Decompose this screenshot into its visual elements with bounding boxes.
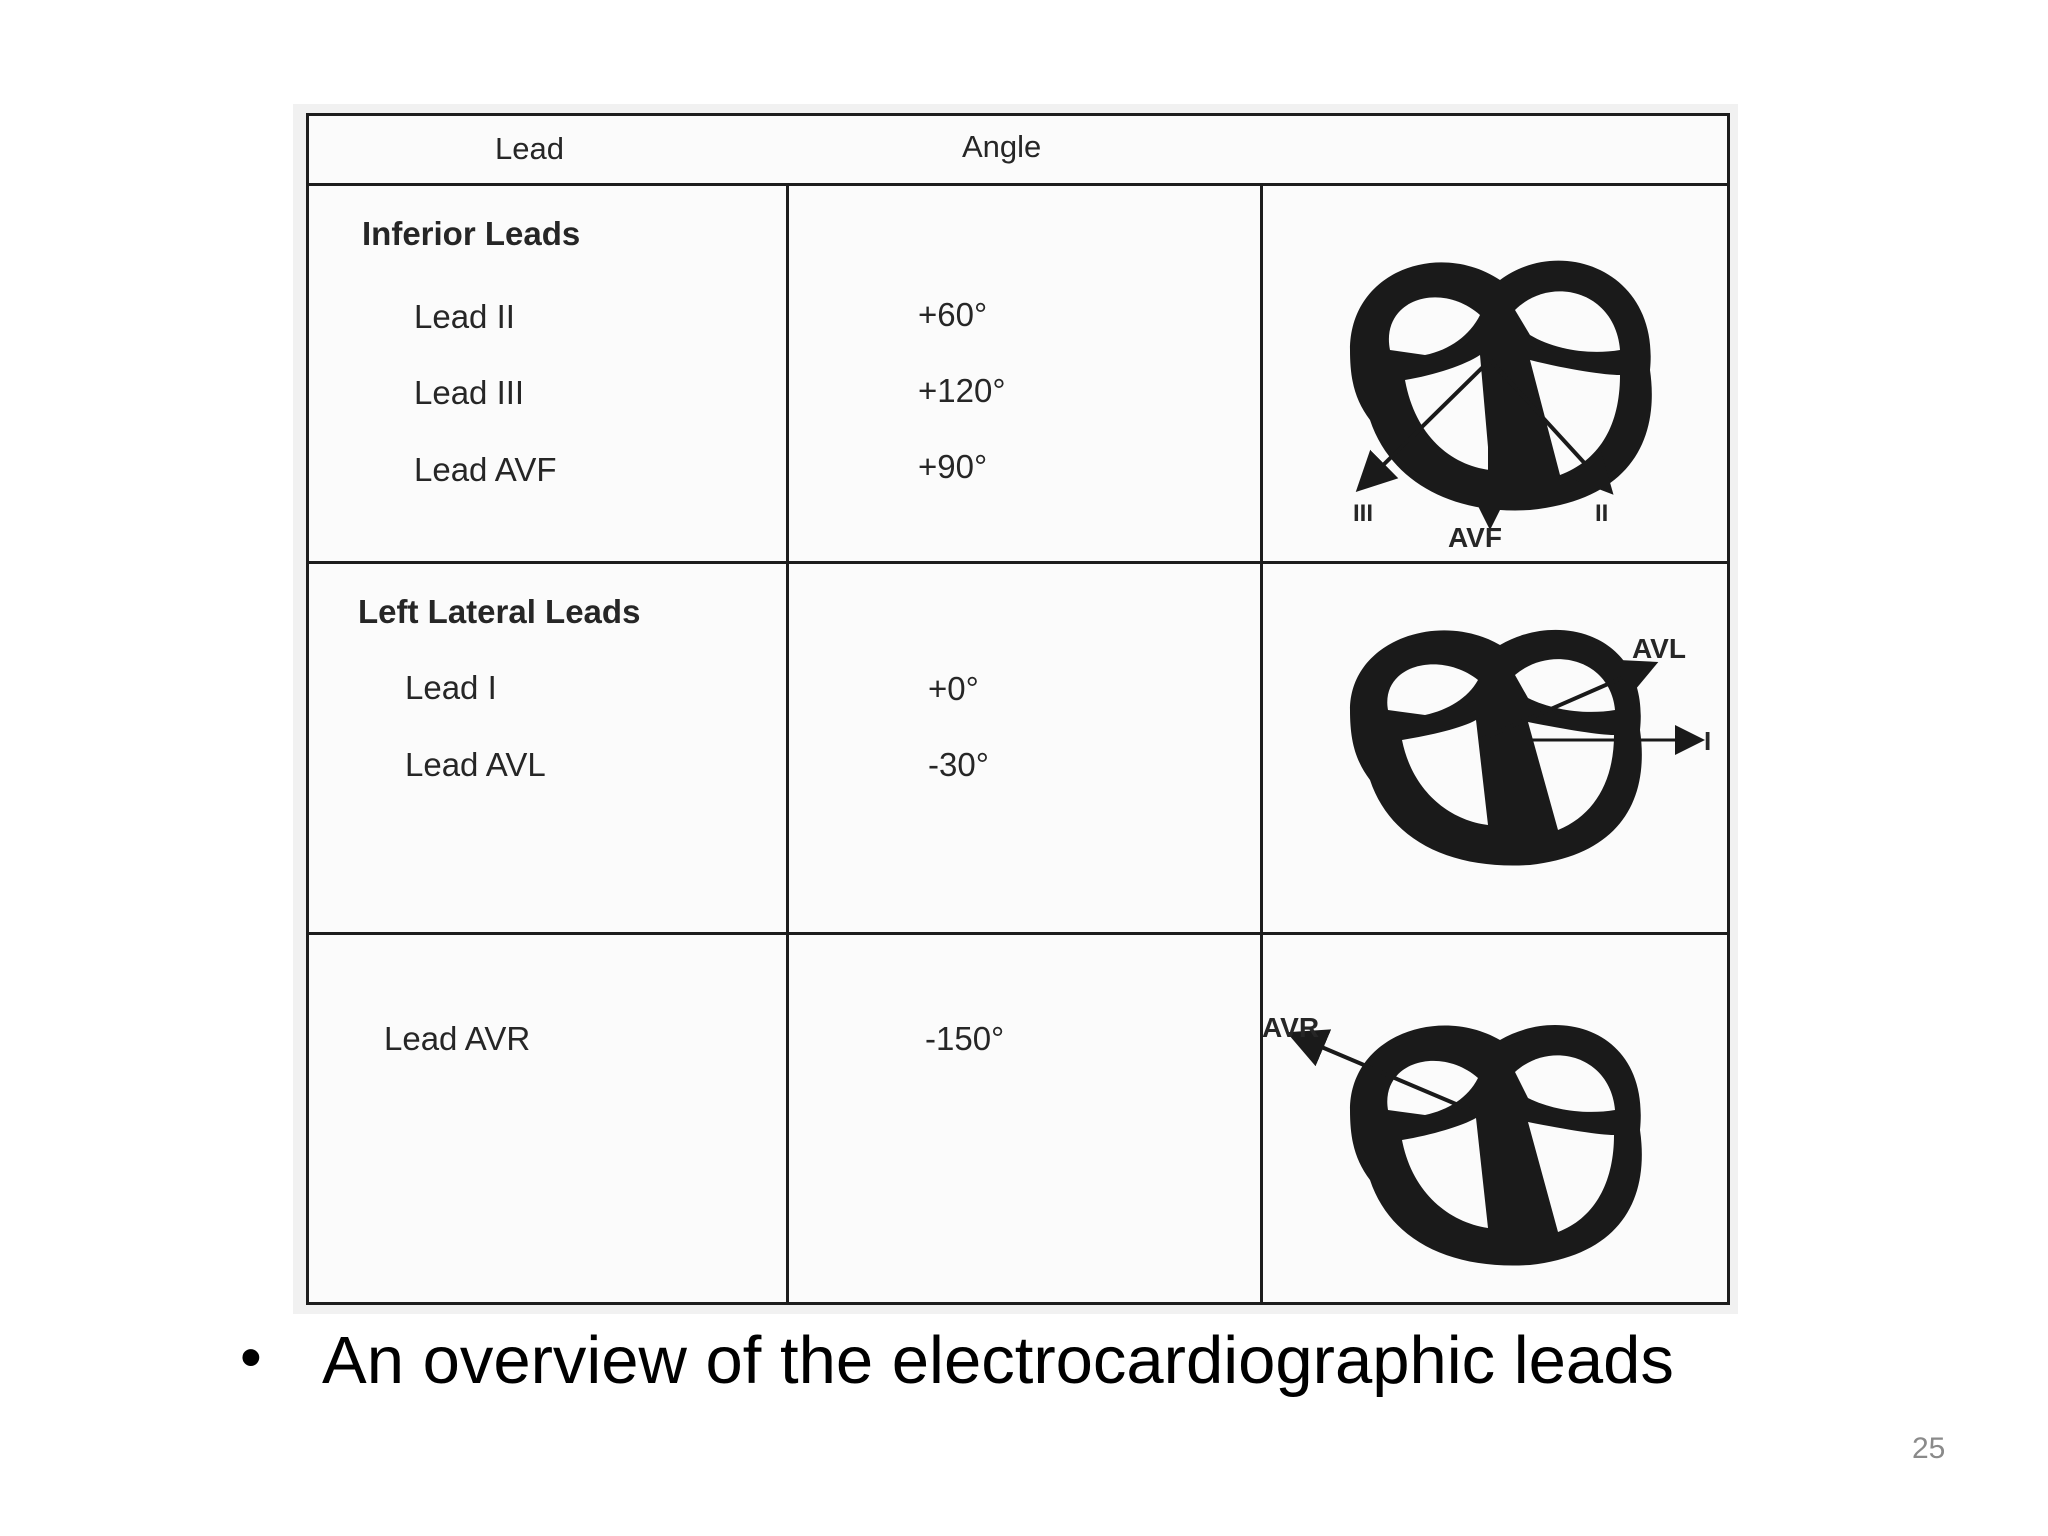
column-divider-2 (1260, 184, 1263, 1304)
header-divider (306, 183, 1730, 186)
heart-diagram-left-lateral (1330, 610, 1730, 890)
group-title-inferior: Inferior Leads (362, 215, 581, 252)
heart-diagram-avr (1270, 1000, 1690, 1300)
lead-avl-label: Lead AVL (405, 746, 546, 783)
lead-avl-angle: -30° (928, 746, 989, 783)
lead-ii-angle: +60° (918, 296, 988, 333)
caption-bullet: • (240, 1323, 262, 1392)
lead-avr-label: Lead AVR (384, 1020, 531, 1057)
diagram-label-ii: II (1595, 500, 1609, 527)
lead-avr-angle: -150° (925, 1020, 1005, 1057)
heart-diagram-inferior (1330, 240, 1710, 560)
column-divider-1 (786, 184, 789, 1304)
diagram-label-avl: AVL (1632, 633, 1686, 664)
lead-i-label: Lead I (405, 669, 497, 706)
diagram-label-iii: III (1353, 500, 1374, 527)
diagram-label-i: I (1704, 726, 1712, 756)
lead-avf-angle: +90° (918, 448, 988, 485)
row-divider-2 (306, 932, 1730, 935)
header-angle: Angle (962, 129, 1042, 164)
row-divider-1 (306, 561, 1730, 564)
lead-iii-angle: +120° (918, 372, 1006, 409)
lead-ii-label: Lead II (414, 298, 515, 335)
lead-i-angle: +0° (928, 670, 979, 707)
page-number: 25 (1912, 1432, 1946, 1465)
lead-avf-label: Lead AVF (414, 451, 557, 488)
lead-iii-label: Lead III (414, 374, 525, 411)
group-title-left-lateral: Left Lateral Leads (358, 593, 641, 630)
diagram-label-avr: AVR (1262, 1012, 1320, 1043)
header-lead: Lead (495, 131, 564, 166)
caption-text: An overview of the electrocardiographic … (322, 1323, 1674, 1398)
diagram-label-avf: AVF (1448, 522, 1502, 553)
